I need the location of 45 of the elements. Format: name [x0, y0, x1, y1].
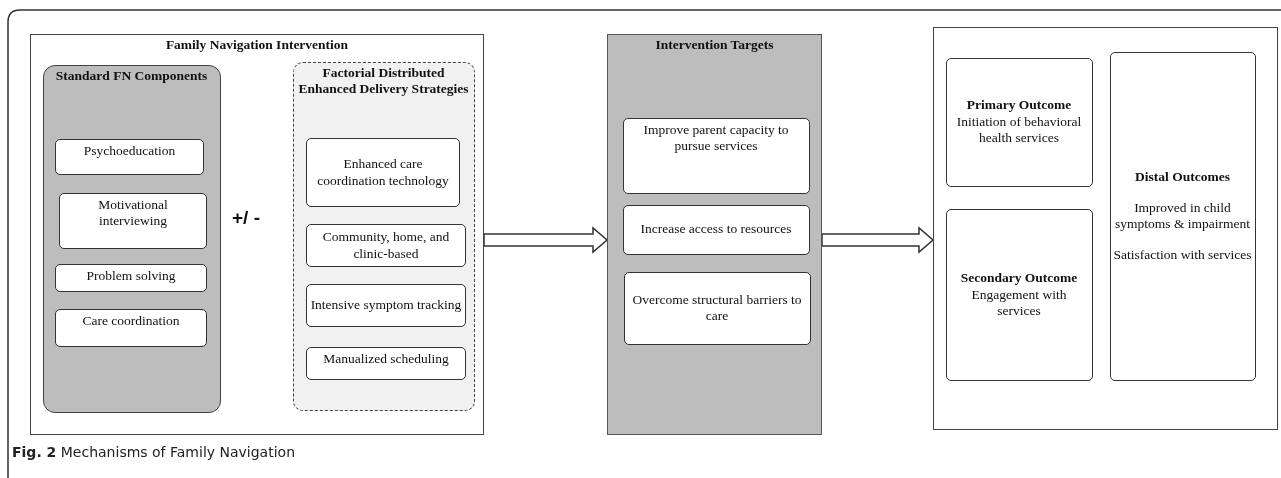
- group-box: [30, 34, 484, 435]
- body-text: Initiation of behavioral health services: [955, 114, 1083, 147]
- block-arrow: [483, 226, 609, 254]
- heading-text: Intervention Targets: [655, 37, 774, 54]
- outcome-box: [1109, 51, 1256, 381]
- body-text: Problem solving: [86, 268, 176, 285]
- group-box: [607, 34, 822, 435]
- process-box: [55, 264, 207, 292]
- body-text: Overcome structural barriers to care: [631, 291, 803, 325]
- body-text: Improve parent capacity to pursue services: [642, 121, 790, 154]
- heading-text: Distal Outcomes: [1135, 169, 1230, 187]
- body-text: Improved in child symptoms & impairment: [1114, 200, 1251, 233]
- body-text: Community, home, and clinic-based: [321, 229, 451, 262]
- body-text: Enhanced care coordination technology: [316, 156, 450, 189]
- heading-text: Family Navigation Intervention: [165, 37, 349, 54]
- process-box: [59, 193, 207, 249]
- outcome-box: [945, 208, 1093, 381]
- process-box: [622, 204, 810, 255]
- body-text: Care coordination: [82, 313, 180, 330]
- body-text: Intensive symptom tracking: [310, 297, 462, 314]
- heading-text: Secondary Outcome: [960, 269, 1078, 287]
- process-box: [623, 271, 811, 345]
- process-box: [55, 139, 204, 175]
- process-box: [306, 284, 466, 327]
- process-box: [306, 347, 466, 380]
- heading-text: Standard FN Components: [55, 67, 208, 85]
- body-text: Motivational interviewing: [97, 197, 169, 230]
- body-text: Manualized scheduling: [323, 351, 449, 368]
- plus-minus-label: +/ -: [232, 207, 260, 229]
- body-text: Increase access to resources: [640, 221, 792, 238]
- body-text: Engagement with services: [970, 286, 1068, 320]
- process-box: [622, 117, 810, 194]
- figure-caption: Fig. 2 Mechanisms of Family Navigation: [12, 444, 295, 460]
- process-box: [306, 138, 460, 207]
- body-text: Satisfaction with services: [1113, 246, 1252, 263]
- outcome-box: [945, 57, 1093, 187]
- group-panel: [292, 61, 475, 411]
- process-box: [55, 309, 207, 347]
- process-box: [306, 224, 466, 267]
- block-arrow: [821, 226, 935, 254]
- heading-text: Factorial Distributed Enhanced Delivery Strategies: [297, 64, 470, 99]
- group-box: [42, 64, 221, 413]
- body-text: Psychoeducation: [83, 143, 176, 160]
- outcomes-frame: [933, 27, 1278, 430]
- heading-text: Primary Outcome: [966, 97, 1072, 115]
